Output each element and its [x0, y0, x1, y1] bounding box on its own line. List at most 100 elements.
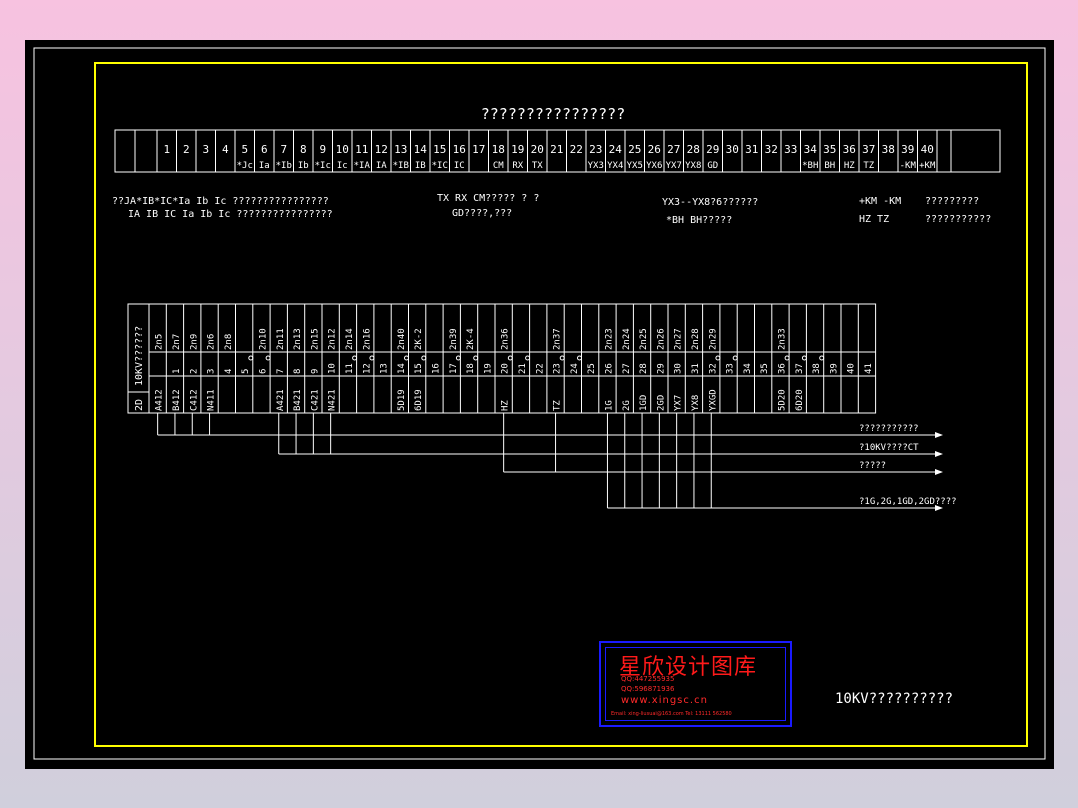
strip-label: -KM — [900, 161, 917, 171]
strip-label: YX5 — [627, 161, 643, 171]
strip-label: BH — [824, 161, 835, 171]
block-top-label: 2n25 — [639, 328, 649, 350]
strip-number: 24 — [609, 143, 623, 156]
strip-number: 27 — [667, 143, 680, 156]
note-comm-2: GD????,??? — [452, 208, 512, 219]
block-top-label: 2n33 — [777, 328, 787, 350]
wiring-lines: ????????????10KV????CT??????1G,2G,1GD,2G… — [157, 413, 957, 511]
stamp-title: 星欣设计图库 — [619, 655, 758, 680]
block-terminal-number: 18 — [466, 363, 476, 374]
block-top-label: 2n5 — [155, 334, 165, 350]
block-terminal-number: 25 — [587, 363, 597, 374]
strip-number: 28 — [687, 143, 700, 156]
block-bottom-label: B421 — [293, 389, 303, 411]
strip-number: 21 — [550, 143, 563, 156]
block-terminal-number: 17 — [449, 363, 459, 374]
link-terminal-dot — [525, 355, 531, 361]
block-bottom-label: C412 — [189, 389, 199, 411]
strip-number: 35 — [823, 143, 836, 156]
link-terminal-dot — [819, 355, 825, 361]
block-terminal-number: 19 — [483, 363, 493, 374]
bus-label: ??????????? — [859, 424, 919, 434]
strip-number: 32 — [765, 143, 778, 156]
block-bottom-label: 6D20 — [795, 389, 805, 411]
note-yx: YX3--YX8?6?????? — [662, 197, 758, 208]
link-terminal-dot — [265, 355, 271, 361]
note-bh: *BH BH????? — [666, 215, 732, 226]
block-terminal-number: 11 — [345, 363, 355, 374]
link-terminal-dot — [455, 355, 461, 361]
strip-number: 20 — [531, 143, 544, 156]
block-top-label: 2n9 — [189, 334, 199, 350]
block-top-label: 2n6 — [207, 334, 217, 350]
block-terminal-number: 33 — [726, 363, 736, 374]
block-terminal-number: 34 — [743, 363, 753, 374]
block-bottom-label: A412 — [155, 389, 165, 411]
note-hz-tz: HZ TZ — [859, 214, 889, 225]
strip-label: *BH — [802, 161, 818, 171]
note-km: +KM -KM — [859, 196, 901, 207]
block-top-label: 2n40 — [397, 328, 407, 350]
strip-label: +KM — [919, 161, 936, 171]
note-comm-1: TX RX CM????? ? ? — [437, 193, 539, 204]
block-terminal-number: 14 — [397, 363, 407, 374]
block-terminal-number: 37 — [795, 363, 805, 374]
block-bottom-label: C421 — [310, 389, 320, 411]
block-top-label: 2n37 — [553, 328, 563, 350]
strip-number: 12 — [375, 143, 388, 156]
block-terminal-number: 10 — [328, 363, 338, 374]
stamp-qq1: QQ:447255935 — [621, 675, 675, 683]
strip-number: 7 — [280, 143, 287, 156]
strip-number: 11 — [355, 143, 368, 156]
block-bottom-label: 2GD — [656, 395, 666, 411]
block-terminal-number: 8 — [293, 369, 303, 374]
strip-number: 14 — [414, 143, 428, 156]
link-terminal-dot — [784, 355, 790, 361]
stamp-qq2: QQ:596871936 — [621, 685, 675, 693]
block-bottom-label: N421 — [328, 389, 338, 411]
block-terminal-number: 36 — [777, 363, 787, 374]
block-top-label: 2n11 — [276, 328, 286, 350]
strip-number: 33 — [784, 143, 797, 156]
block-terminal-number: 31 — [691, 363, 701, 374]
block-bottom-label: A421 — [276, 389, 286, 411]
block-bottom-label: 5D19 — [397, 389, 407, 411]
strip-label: YX7 — [666, 161, 682, 171]
block-terminal-number: 12 — [362, 363, 372, 374]
stamp-email: Email: xing-liusuai@163.com Tel: 13111 5… — [611, 711, 732, 717]
block-top-label: 2n8 — [224, 334, 234, 350]
strip-label: *IC — [432, 161, 448, 171]
block-bottom-label: 1GD — [639, 395, 649, 411]
strip-number: 1 — [163, 143, 170, 156]
block-terminal-number: 20 — [501, 363, 511, 374]
note-km-desc: ????????? — [925, 196, 979, 207]
note-current-1: ??JA*IB*IC*Ia Ib Ic ???????????????? — [112, 196, 329, 207]
block-terminal-number: 13 — [380, 363, 390, 374]
block-top-label: 2n23 — [604, 328, 614, 350]
block-top-label: 2n14 — [345, 328, 355, 350]
strip-number: 5 — [241, 143, 248, 156]
block-top-label: 2n39 — [449, 328, 459, 350]
link-terminal-dot — [369, 355, 375, 361]
block-terminal-number: 21 — [518, 363, 528, 374]
link-terminal-dot — [404, 355, 409, 361]
note-hz-tz-desc: ??????????? — [925, 214, 991, 225]
strip-number: 17 — [472, 143, 485, 156]
link-terminal-dot — [715, 355, 721, 361]
block-bottom-label: 5D20 — [777, 389, 787, 411]
strip-label: IB — [415, 161, 426, 171]
watermark-stamp: 星欣设计图库 QQ:447255935 QQ:596871936 www.xin… — [599, 641, 792, 727]
block-terminal-number: 30 — [674, 363, 684, 374]
block-terminal-number: 32 — [708, 363, 718, 374]
block-terminal-number: 5 — [241, 369, 251, 374]
block-terminal-number: 15 — [414, 363, 424, 374]
block-terminal-number: 1 — [172, 369, 182, 374]
bus-arrow — [935, 469, 943, 475]
strip-number: 37 — [862, 143, 875, 156]
bus-label: ????? — [859, 461, 886, 471]
strip-number: 19 — [511, 143, 524, 156]
block-terminal-number: 26 — [604, 363, 614, 374]
